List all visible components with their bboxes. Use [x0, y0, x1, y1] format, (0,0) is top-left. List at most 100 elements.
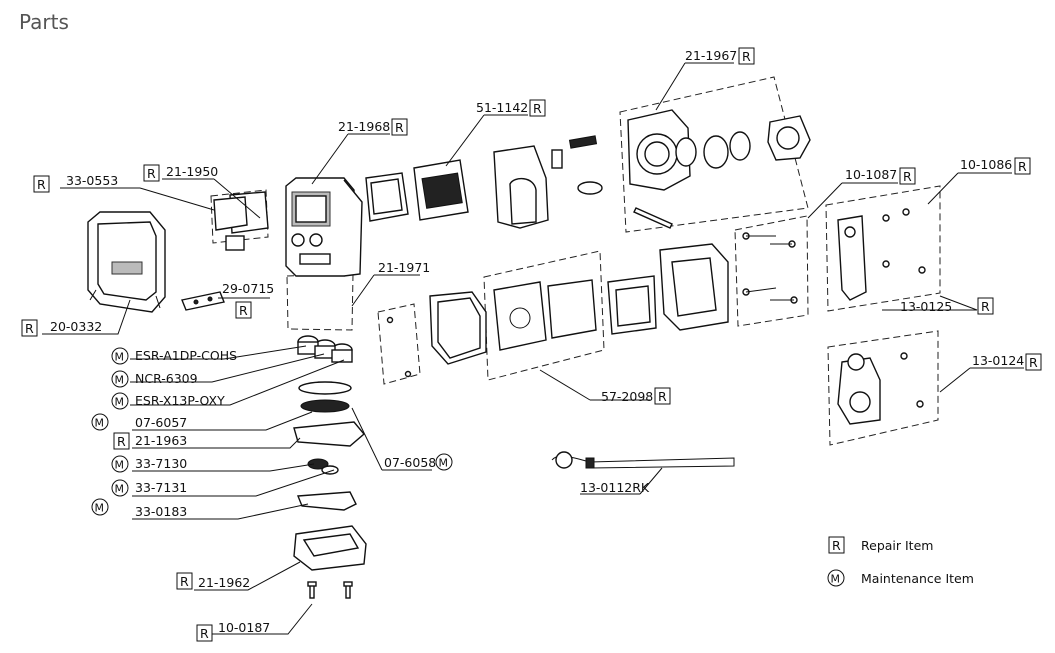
part-10-1086-belt-clip [837, 208, 926, 301]
svg-text:21-1967: 21-1967 [685, 48, 737, 63]
part-main-board [493, 145, 563, 229]
callout-21-1950: R 21-1950 [143, 164, 218, 182]
part-sensors [293, 335, 365, 511]
legend-repair-item: R Repair Item [828, 536, 933, 554]
part-gasket [429, 291, 487, 365]
callout-07-6057: M 07-6057 [91, 413, 187, 431]
svg-text:21-1962: 21-1962 [198, 575, 250, 590]
svg-text:57-2098: 57-2098 [601, 389, 653, 404]
callout-13-0112RK: 13-0112RK [580, 480, 650, 495]
svg-text:R: R [1029, 355, 1038, 370]
part-10-1087-plate [742, 232, 798, 304]
part-13-0112RK-lanyard [551, 451, 735, 469]
leader-lines [42, 62, 1024, 635]
svg-text:M: M [831, 573, 841, 586]
svg-text:Maintenance Item: Maintenance Item [861, 571, 974, 586]
svg-text:R: R [1018, 159, 1027, 174]
group-outline-10-1087 [734, 215, 809, 327]
svg-text:R: R [180, 574, 189, 589]
callout-21-1971: 21-1971 [378, 260, 430, 275]
callout-33-7130: M 33-7130 [111, 455, 187, 473]
svg-text:M: M [439, 457, 449, 470]
svg-text:33-7131: 33-7131 [135, 480, 187, 495]
callout-21-1962: R 21-1962 [176, 572, 250, 590]
callout-ESR-X13P-OXY: M ESR-X13P-OXY [111, 392, 225, 410]
svg-text:M: M [95, 417, 105, 430]
legend: R Repair Item M Maintenance Item [827, 536, 974, 587]
callout-29-0715: 29-0715 R [222, 281, 274, 319]
callout-10-1087: 10-1087 R [845, 167, 916, 185]
svg-text:R: R [147, 166, 156, 181]
part-21-1950-lens [213, 191, 269, 251]
svg-text:21-1950: 21-1950 [166, 164, 218, 179]
svg-text:13-0125: 13-0125 [900, 299, 952, 314]
group-outline-33-0553 [210, 189, 269, 244]
part-29-0715-clip [181, 291, 225, 311]
svg-text:R: R [200, 626, 209, 641]
callout-13-0125: 13-0125 R [900, 297, 994, 315]
svg-text:R: R [37, 177, 46, 192]
part-21-1967-rear-case [627, 109, 811, 229]
svg-text:Repair Item: Repair Item [861, 538, 933, 553]
callout-21-1967: 21-1967 R [685, 47, 755, 65]
group-outline-21-1971 [286, 273, 354, 331]
svg-text:M: M [95, 502, 105, 515]
callout-10-1086: 10-1086 R [960, 157, 1031, 175]
svg-text:R: R [981, 299, 990, 314]
svg-text:21-1963: 21-1963 [135, 433, 187, 448]
group-outline-21-1967 [619, 76, 809, 233]
svg-text:33-0553: 33-0553 [66, 173, 118, 188]
svg-text:R: R [533, 101, 542, 116]
page-title: Parts [19, 10, 69, 34]
group-outline-13-0124 [827, 330, 939, 446]
svg-text:51-1142: 51-1142 [476, 100, 528, 115]
svg-text:33-0183: 33-0183 [135, 504, 187, 519]
svg-text:M: M [115, 351, 125, 364]
svg-text:10-1086: 10-1086 [960, 157, 1012, 172]
callout-33-7131: M 33-7131 [111, 479, 187, 497]
callout-33-0553: R 33-0553 [33, 173, 118, 193]
svg-text:20-0332: 20-0332 [50, 319, 102, 334]
svg-text:21-1968: 21-1968 [338, 119, 390, 134]
svg-text:13-0112RK: 13-0112RK [580, 480, 650, 495]
part-57-2098-board [493, 275, 657, 351]
part-plate-left [377, 303, 421, 385]
callout-NCR-6309: M NCR-6309 [111, 370, 198, 388]
svg-text:R: R [25, 321, 34, 336]
svg-text:13-0124: 13-0124 [972, 353, 1024, 368]
callout-21-1968: 21-1968 R [338, 118, 408, 136]
group-outline-10-1086 [825, 185, 941, 312]
part-21-1968-front-housing [285, 177, 363, 277]
svg-text:R: R [742, 49, 751, 64]
svg-text:M: M [115, 396, 125, 409]
svg-text:33-7130: 33-7130 [135, 456, 187, 471]
svg-text:10-1087: 10-1087 [845, 167, 897, 182]
svg-text:M: M [115, 374, 125, 387]
svg-text:M: M [115, 483, 125, 496]
callout-51-1142: 51-1142 R [476, 99, 546, 117]
callout-ESR-A1DP-COHS: M ESR-A1DP-COHS [111, 347, 237, 365]
part-51-1142-display [413, 159, 469, 221]
svg-text:21-1971: 21-1971 [378, 260, 430, 275]
callout-21-1963: R 21-1963 [113, 432, 187, 450]
svg-text:29-0715: 29-0715 [222, 281, 274, 296]
part-13-0124-clip-assembly [837, 352, 924, 425]
svg-text:R: R [832, 538, 841, 553]
part-21-1962-bottom [293, 525, 367, 571]
part-10-0187-screws [307, 581, 353, 599]
svg-text:07-6057: 07-6057 [135, 415, 187, 430]
part-rear-housing [659, 243, 729, 331]
svg-text:R: R [117, 434, 126, 449]
callout-20-0332: R 20-0332 [21, 319, 102, 337]
svg-text:R: R [903, 169, 912, 184]
svg-text:R: R [239, 303, 248, 318]
part-frame [365, 172, 409, 222]
svg-text:10-0187: 10-0187 [218, 620, 270, 635]
legend-maintenance-item: M Maintenance Item [827, 569, 974, 587]
svg-text:ESR-A1DP-COHS: ESR-A1DP-COHS [135, 348, 237, 363]
part-connectors [568, 135, 603, 195]
svg-text:07-6058: 07-6058 [384, 455, 436, 470]
svg-text:ESR-X13P-OXY: ESR-X13P-OXY [135, 393, 225, 408]
callout-07-6058: 07-6058 M [384, 453, 453, 471]
